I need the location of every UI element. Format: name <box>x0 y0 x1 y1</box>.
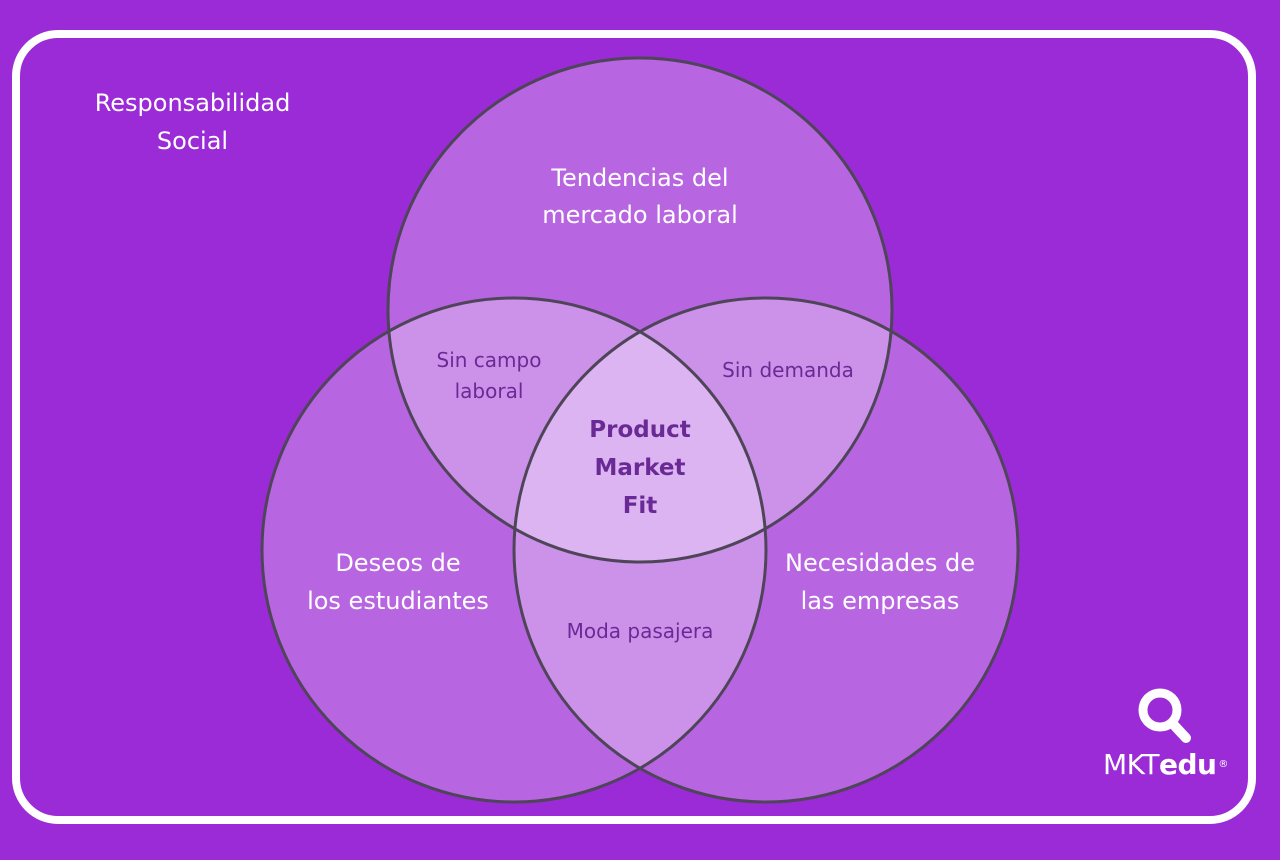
top-left-overlap-label-line1: Sin campo <box>437 348 542 372</box>
logo-suffix: edu <box>1158 748 1217 781</box>
logo-prefix: MKT <box>1103 748 1159 781</box>
circle-right-outline <box>512 296 1020 804</box>
corner-label-line1: Responsabilidad <box>94 89 291 117</box>
registered-mark: ® <box>1218 759 1228 770</box>
right-circle-label-line2: las empresas <box>801 587 960 615</box>
circle-top-outline <box>386 56 894 564</box>
top-left-overlap-label-line2: laboral <box>455 379 524 403</box>
top-circle-label-line1: Tendencias del <box>550 164 728 192</box>
bottom-overlap-label: Moda pasajera <box>567 619 714 643</box>
rounded-frame <box>12 30 1256 824</box>
left-circle-label-line1: Deseos de <box>335 549 460 577</box>
overlap-center <box>514 298 766 562</box>
top-circle-label-line2: mercado laboral <box>542 201 737 229</box>
left-circle-label-line2: los estudiantes <box>307 587 489 615</box>
right-circle-label-line1: Necesidades de <box>785 549 975 577</box>
top-right-overlap-label: Sin demanda <box>722 358 854 382</box>
center-label-line2: Market <box>594 455 685 481</box>
center-label-line1: Product <box>589 417 690 443</box>
corner-label-line2: Social <box>156 127 229 155</box>
magnifier-icon <box>1138 688 1191 743</box>
corner-label: Responsabilidad Social <box>70 84 315 160</box>
center-label-line3: Fit <box>623 493 658 519</box>
mktedu-logo: MKTedu® <box>1103 748 1228 782</box>
circle-left-outline <box>260 296 768 804</box>
